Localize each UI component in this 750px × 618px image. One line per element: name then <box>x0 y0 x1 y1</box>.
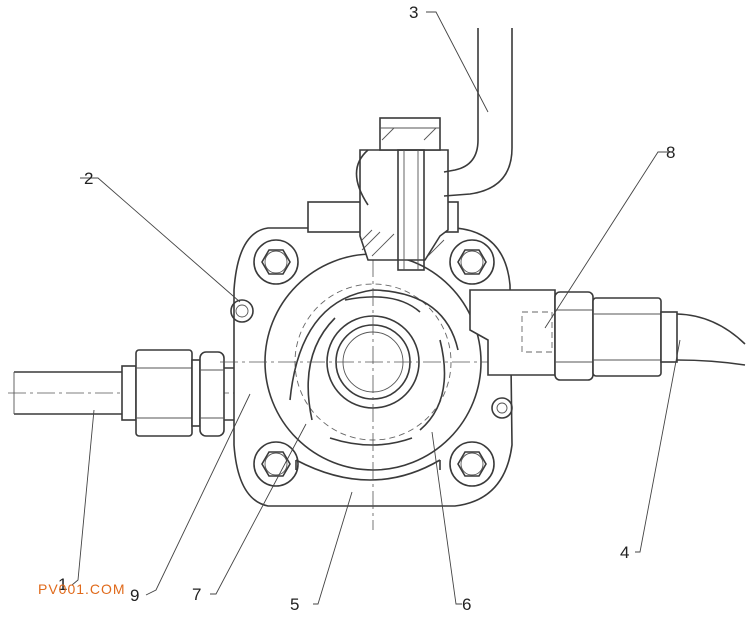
callout-9: 9 <box>130 586 139 605</box>
bolt-bottom-right <box>449 441 495 487</box>
small-screw-right <box>491 397 513 419</box>
bolt-top-left <box>253 239 299 285</box>
callout-3: 3 <box>409 3 418 22</box>
callout-4: 4 <box>620 543 629 562</box>
callout-1: 1 <box>58 575 67 594</box>
small-screw <box>230 299 254 323</box>
callout-6: 6 <box>462 595 471 614</box>
rotor-assembly <box>220 230 560 530</box>
callout-7: 7 <box>192 585 201 604</box>
top-pipe <box>443 28 513 197</box>
callout-2: 2 <box>84 169 93 188</box>
bolt-bottom-left <box>253 441 299 487</box>
watermark: PV001.COM <box>38 581 126 597</box>
right-outlet <box>469 289 746 381</box>
top-valve <box>355 117 449 271</box>
callout-5: 5 <box>290 595 299 614</box>
left-fitting <box>121 349 250 437</box>
bolt-top-right <box>449 239 495 285</box>
leader-lines <box>71 11 681 605</box>
callout-8: 8 <box>666 143 675 162</box>
